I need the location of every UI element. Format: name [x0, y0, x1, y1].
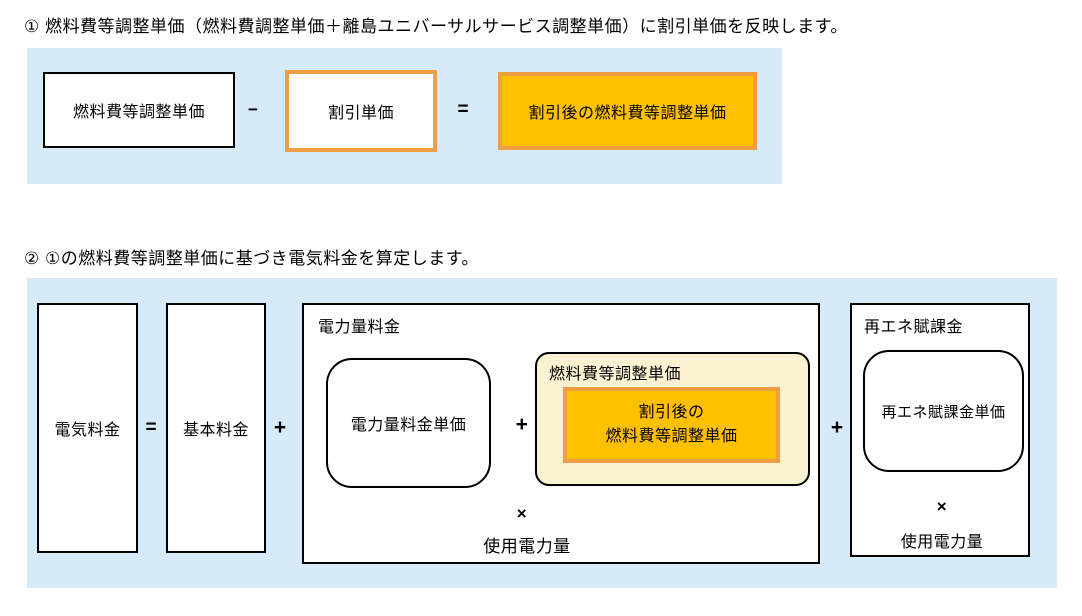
fuel-adjustment-unit-price-box: 燃料費等調整単価 — [43, 72, 235, 148]
fuel-adjustment-group-label: 燃料費等調整単価 — [549, 366, 682, 383]
step1-panel: 燃料費等調整単価 − 割引単価 = 割引後の燃料費等調整単価 — [27, 48, 782, 184]
discount-unit-price-box: 割引単価 — [285, 70, 437, 152]
usage-label-1: 使用電力量 — [483, 537, 571, 556]
energy-charge-group: 電力量料金 電力量料金単価 + 燃料費等調整単価 割引後の 燃料費等調整単価 ×… — [302, 303, 820, 564]
electricity-charge-box: 電気料金 — [37, 303, 138, 553]
step1-heading: ① 燃料費等調整単価（燃料費調整単価＋離島ユニバーサルサービス調整単価）に割引単… — [24, 17, 848, 36]
discounted-fuel-line1: 割引後の — [638, 404, 705, 421]
renewable-unit-price-box: 再エネ賦課金単価 — [863, 350, 1024, 472]
plus-operator-1: + — [273, 416, 287, 439]
renewable-levy-group: 再エネ賦課金 再エネ賦課金単価 × 使用電力量 — [850, 303, 1030, 557]
discounted-fuel-inner-box: 割引後の 燃料費等調整単価 — [563, 387, 780, 463]
basic-charge-box: 基本料金 — [166, 303, 266, 553]
minus-operator: − — [248, 100, 258, 119]
energy-charge-label: 電力量料金 — [318, 319, 401, 336]
renewable-levy-label: 再エネ賦課金 — [864, 319, 964, 336]
discounted-fuel-line2: 燃料費等調整単価 — [605, 428, 738, 445]
equals-operator-step1: = — [457, 99, 469, 120]
equals-operator-step2: = — [145, 417, 157, 438]
multiply-operator-1: × — [516, 504, 528, 523]
step2-panel: 電気料金 = 基本料金 + 電力量料金 電力量料金単価 + 燃料費等調整単価 割… — [27, 278, 1057, 588]
discounted-fuel-adjustment-result-box: 割引後の燃料費等調整単価 — [498, 72, 757, 150]
step2-heading: ② ①の燃料費等調整単価に基づき電気料金を算定します。 — [24, 249, 480, 268]
fuel-adjustment-group: 燃料費等調整単価 割引後の 燃料費等調整単価 — [535, 352, 810, 486]
multiply-operator-2: × — [936, 497, 948, 516]
energy-unit-price-box: 電力量料金単価 — [326, 358, 491, 488]
usage-label-2: 使用電力量 — [900, 534, 984, 551]
plus-operator-3: + — [830, 416, 844, 439]
plus-operator-2: + — [515, 413, 529, 436]
